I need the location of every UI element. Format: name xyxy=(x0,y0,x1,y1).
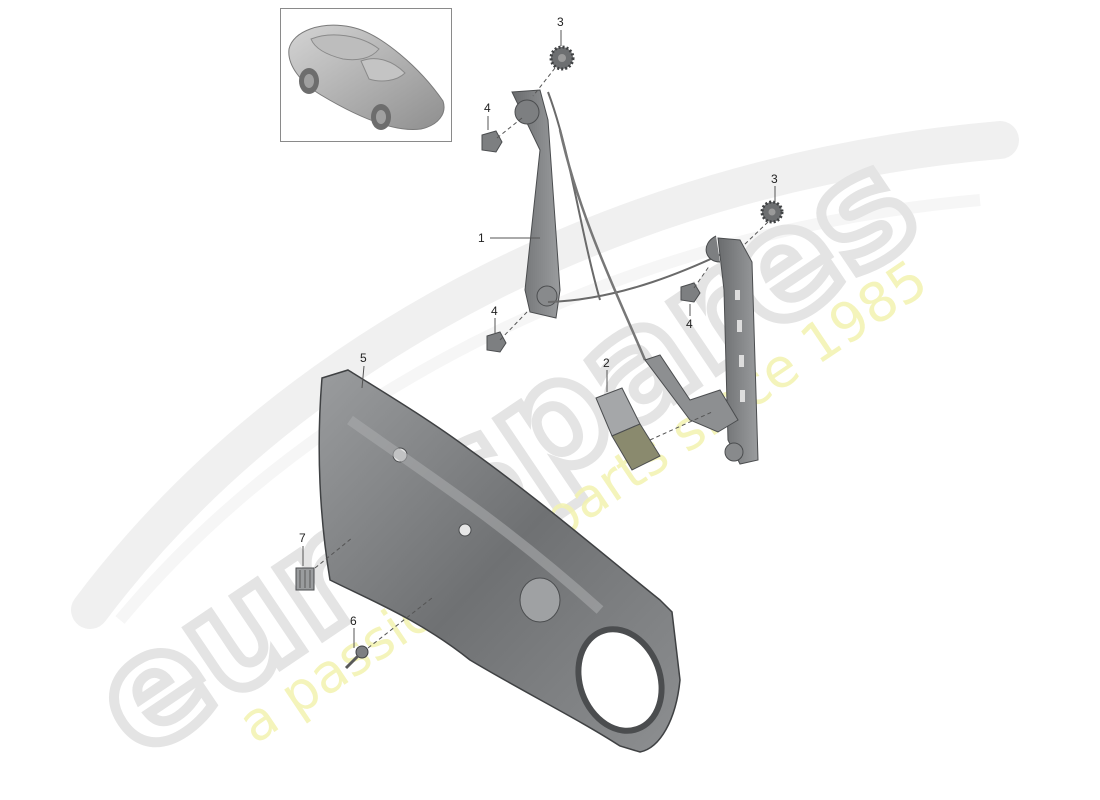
callout-3-right[interactable]: 3 xyxy=(771,172,778,186)
callout-2[interactable]: 2 xyxy=(603,356,610,370)
car-icon xyxy=(288,24,445,131)
part-4-nut-lower[interactable] xyxy=(486,331,507,353)
part-1-window-regulator-rear-rail[interactable] xyxy=(644,235,759,465)
part-4-nut-right[interactable] xyxy=(680,282,701,303)
callout-3-upper[interactable]: 3 xyxy=(557,15,564,29)
callout-4-upper[interactable]: 4 xyxy=(484,101,491,115)
leader-lines xyxy=(302,30,776,648)
callout-4-lower[interactable]: 4 xyxy=(491,304,498,318)
part-2-motor[interactable] xyxy=(595,387,661,471)
vehicle-thumbnail xyxy=(280,8,452,142)
callout-4-right[interactable]: 4 xyxy=(686,317,693,331)
part-7-clip[interactable] xyxy=(295,567,315,591)
part-4-nut-upper[interactable] xyxy=(481,130,503,153)
callout-6[interactable]: 6 xyxy=(350,614,357,628)
part-1-window-regulator[interactable] xyxy=(511,89,741,361)
callout-7[interactable]: 7 xyxy=(299,531,306,545)
watermark-swoosh xyxy=(71,121,1019,629)
part-3-gear-right[interactable] xyxy=(760,200,784,224)
part-5-door-panel[interactable] xyxy=(318,369,681,753)
callout-1[interactable]: 1 xyxy=(478,231,485,245)
part-6-bolt[interactable] xyxy=(344,645,369,670)
watermark-swoosh-inner xyxy=(115,194,981,624)
callout-5[interactable]: 5 xyxy=(360,351,367,365)
part-3-gear-upper[interactable] xyxy=(549,45,575,71)
